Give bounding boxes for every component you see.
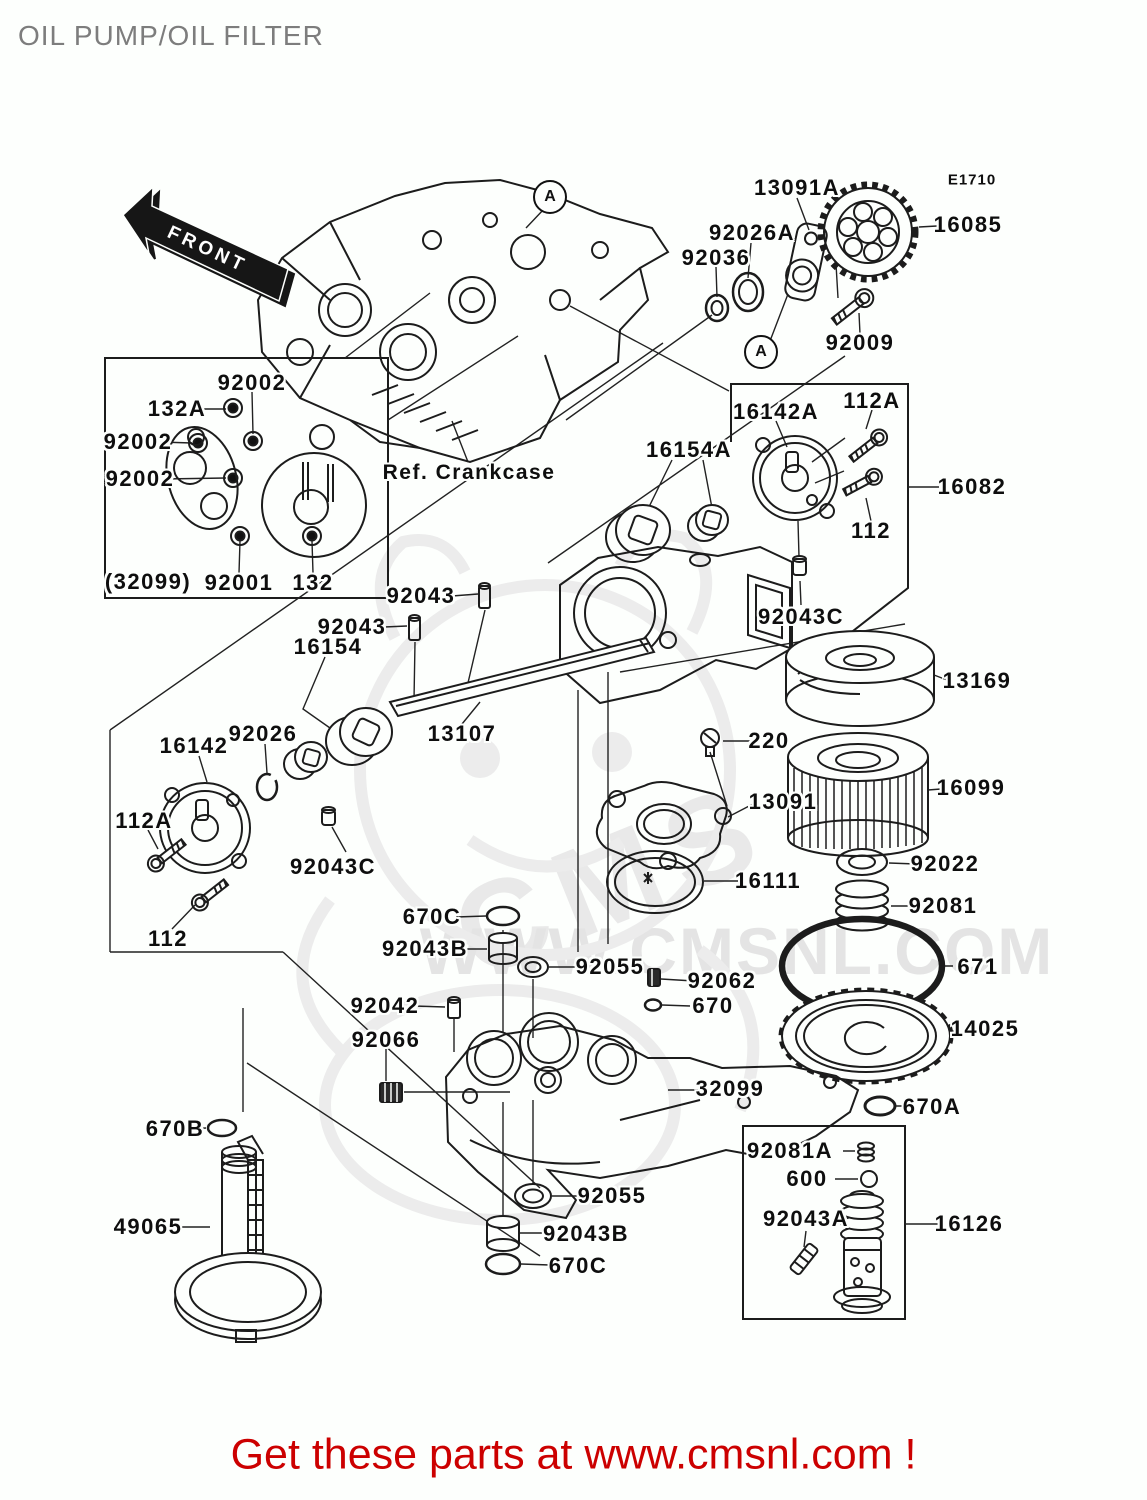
part-label-670b: 670B xyxy=(145,1116,205,1141)
part-label-92055-lower: 92055 xyxy=(577,1183,647,1208)
part-label-92043-2: 92043 xyxy=(317,614,387,639)
part-label-32099-ref: (32099) xyxy=(104,569,192,594)
view-marker-a-2: A xyxy=(744,335,778,369)
part-label-16154: 16154 xyxy=(293,634,363,659)
part-label-92026a: 92026A xyxy=(708,220,796,245)
ref-crankcase-label: Ref. Crankcase xyxy=(382,461,556,484)
part-label-92055-upper: 92055 xyxy=(575,954,645,979)
part-label-92043c-right: 92043C xyxy=(757,604,845,629)
part-label-13107: 13107 xyxy=(427,721,497,746)
part-label-16111: 16111 xyxy=(734,868,802,893)
part-label-16085: 16085 xyxy=(933,212,1003,237)
part-label-670c-upper: 670C xyxy=(402,904,462,929)
footer-cta-link[interactable]: Get these parts at www.cmsnl.com ! xyxy=(230,1430,917,1479)
part-label-92009: 92009 xyxy=(825,330,895,355)
front-arrow-icon xyxy=(122,185,296,308)
group-boxes xyxy=(104,357,909,1320)
part-label-112-left: 112 xyxy=(148,926,188,951)
page-title: OIL PUMP/OIL FILTER xyxy=(18,20,324,51)
diagram-code: E1710 xyxy=(947,171,997,189)
part-label-220: 220 xyxy=(748,728,790,753)
part-label-92066: 92066 xyxy=(351,1027,421,1052)
part-label-92043b-lower: 92043B xyxy=(542,1221,630,1246)
part-label-92001: 92001 xyxy=(204,570,274,595)
part-label-92081: 92081 xyxy=(908,893,978,918)
part-label-112a-right: 112A xyxy=(843,388,901,413)
part-label-92062: 92062 xyxy=(687,968,757,993)
part-label-92022: 92022 xyxy=(910,851,980,876)
part-label-600: 600 xyxy=(786,1166,828,1191)
part-label-132: 132 xyxy=(292,570,334,595)
watermark-mascot xyxy=(296,529,760,1226)
part-shapes xyxy=(122,178,954,1343)
part-label-92043b-upper: 92043B xyxy=(381,936,469,961)
part-label-92036: 92036 xyxy=(681,245,751,270)
part-label-112-right: 112 xyxy=(851,518,891,543)
part-label-92002-2: 92002 xyxy=(103,429,173,454)
part-label-32099: 32099 xyxy=(695,1076,765,1101)
view-marker-a-1: A xyxy=(533,180,567,214)
part-label-16099: 16099 xyxy=(936,775,1006,800)
part-label-13091: 13091 xyxy=(748,789,818,814)
leader-lines xyxy=(109,197,958,1266)
part-label-92043-1: 92043 xyxy=(386,583,456,608)
part-label-14025: 14025 xyxy=(950,1016,1020,1041)
part-label-16142a: 16142A xyxy=(732,399,820,424)
part-label-16126: 16126 xyxy=(934,1211,1004,1236)
part-label-92081a: 92081A xyxy=(746,1138,834,1163)
part-label-132a: 132A xyxy=(147,396,207,421)
part-label-92026: 92026 xyxy=(228,721,298,746)
part-label-92043c-left: 92043C xyxy=(289,854,377,879)
part-label-670c-lower: 670C xyxy=(548,1253,608,1278)
part-label-16082: 16082 xyxy=(937,474,1007,499)
part-label-13169: 13169 xyxy=(942,668,1012,693)
part-label-92042: 92042 xyxy=(350,993,420,1018)
part-label-670: 670 xyxy=(692,993,734,1018)
part-label-92043a: 92043A xyxy=(762,1206,850,1231)
part-label-92002-1: 92002 xyxy=(217,370,287,395)
part-label-671: 671 xyxy=(957,954,999,979)
part-label-92002-3: 92002 xyxy=(105,466,175,491)
part-label-13091a: 13091A xyxy=(753,175,841,200)
part-label-16154a: 16154A xyxy=(645,437,733,462)
part-label-112a-left: 112A xyxy=(115,808,173,833)
part-label-670a: 670A xyxy=(902,1094,962,1119)
part-label-16142: 16142 xyxy=(159,733,229,758)
part-label-49065: 49065 xyxy=(113,1214,183,1239)
